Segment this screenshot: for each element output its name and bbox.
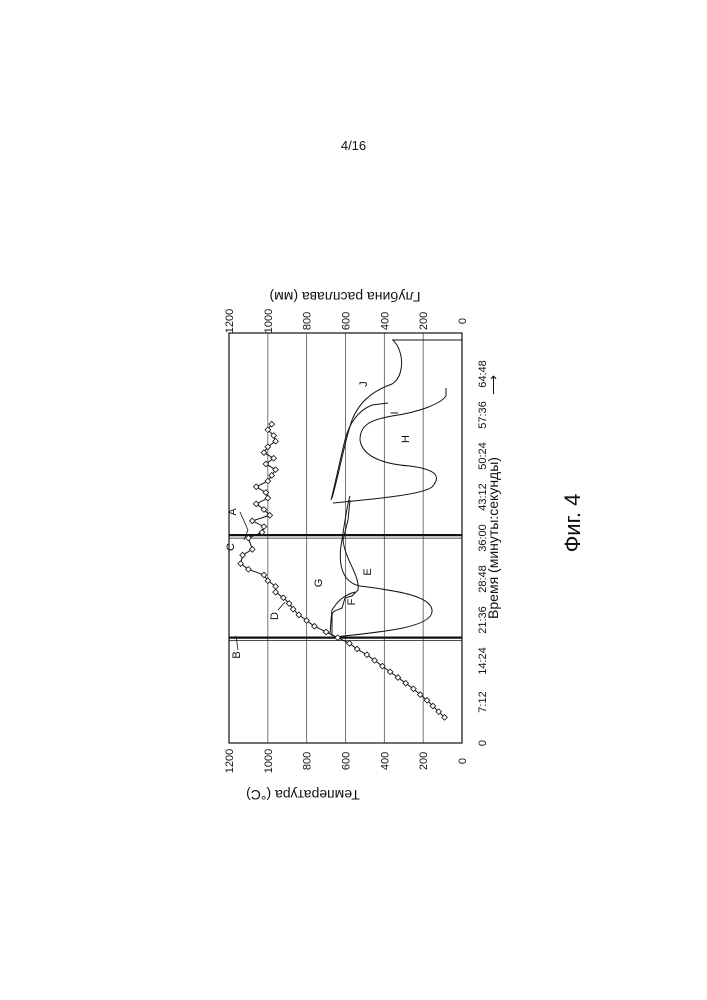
data-point bbox=[273, 467, 279, 473]
callout-e: E bbox=[362, 568, 374, 575]
callout-b: B bbox=[231, 651, 243, 658]
y-right-tick-label: 400 bbox=[379, 312, 391, 330]
tick-labels: 0 200 400 600 800 1000 1200 0 200 400 600 800 1000 12… bbox=[224, 309, 489, 773]
trace-j bbox=[332, 340, 402, 498]
trace-e bbox=[335, 496, 432, 637]
y-right-axis-title: Глубина расплава (мм) bbox=[269, 289, 420, 305]
y-left-tick-label: 0 bbox=[457, 758, 469, 764]
y-left-tick-label: 1200 bbox=[224, 749, 236, 773]
callout-i: I bbox=[389, 411, 401, 414]
data-point bbox=[269, 473, 275, 479]
data-point bbox=[265, 495, 271, 501]
x-axis-title: Время (минуты:секунды) bbox=[485, 457, 501, 619]
data-point bbox=[250, 547, 256, 553]
figure-caption: Фиг. 4 bbox=[560, 493, 580, 553]
callout-f: F bbox=[346, 598, 358, 605]
callout-j: J bbox=[358, 381, 370, 387]
y-left-tick-label: 600 bbox=[341, 752, 353, 770]
data-point bbox=[261, 572, 267, 578]
data-point bbox=[265, 478, 271, 484]
callout-leader-d bbox=[278, 602, 285, 610]
y-right-tick-label: 1200 bbox=[224, 309, 236, 333]
y-right-tick-label: 1000 bbox=[263, 309, 275, 333]
y-left-tick-label: 200 bbox=[418, 752, 430, 770]
trace-h bbox=[333, 388, 446, 503]
y-left-tick-label: 1000 bbox=[263, 749, 275, 773]
x-tick-label: 0 bbox=[477, 740, 489, 746]
x-tick-label: 7:12 bbox=[477, 691, 489, 712]
y-right-tick-label: 0 bbox=[457, 318, 469, 324]
y-left-tick-label: 800 bbox=[302, 752, 314, 770]
data-point bbox=[261, 450, 267, 456]
x-tick-label: 14:24 bbox=[477, 647, 489, 675]
y-left-axis-title: Температура (°C) bbox=[246, 787, 360, 803]
trace-i bbox=[331, 403, 388, 500]
callout-h: H bbox=[400, 435, 412, 443]
callout-a: A bbox=[227, 508, 239, 516]
y-left-tick-label: 400 bbox=[379, 752, 391, 770]
melt-depth-traces bbox=[330, 340, 462, 637]
x-tick-label: 57:36 bbox=[477, 401, 489, 429]
callout-g: G bbox=[313, 579, 325, 588]
data-point bbox=[250, 518, 256, 524]
data-point bbox=[323, 629, 329, 635]
callout-leader-a bbox=[240, 512, 248, 530]
data-point bbox=[240, 552, 246, 558]
data-point bbox=[261, 524, 267, 530]
trace-g bbox=[330, 592, 355, 634]
y-right-tick-label: 600 bbox=[341, 312, 353, 330]
data-point bbox=[269, 421, 275, 427]
callout-d: D bbox=[269, 612, 281, 620]
data-point bbox=[335, 635, 341, 641]
y-right-tick-label: 200 bbox=[418, 312, 430, 330]
data-point bbox=[253, 484, 259, 490]
y-right-tick-label: 800 bbox=[302, 312, 314, 330]
x-axis-arrow: ⟶ bbox=[485, 375, 501, 395]
callout-c: C bbox=[225, 543, 237, 551]
